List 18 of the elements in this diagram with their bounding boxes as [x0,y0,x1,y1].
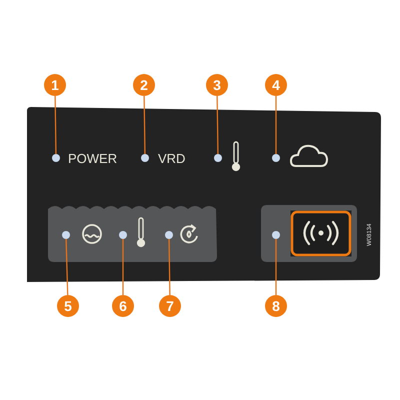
callout-number: 5 [57,295,79,317]
indicator-label: VRD [158,152,186,165]
callout-number: 7 [159,295,181,317]
leader-line [168,239,170,295]
leader-line [216,96,219,154]
indicator-label: POWER [68,152,118,165]
callout-number: 6 [112,295,134,317]
leader-line [122,239,124,295]
callout-number: 3 [206,74,228,96]
callout-number: 4 [265,74,287,96]
leader-line [144,96,146,154]
leader-line [66,238,68,296]
callout-number: 8 [265,295,287,317]
callout-number: 1 [44,74,66,96]
leader-line [275,239,277,295]
leader-line [275,96,277,154]
callout-number: 2 [133,74,155,96]
leader-line [54,96,57,154]
